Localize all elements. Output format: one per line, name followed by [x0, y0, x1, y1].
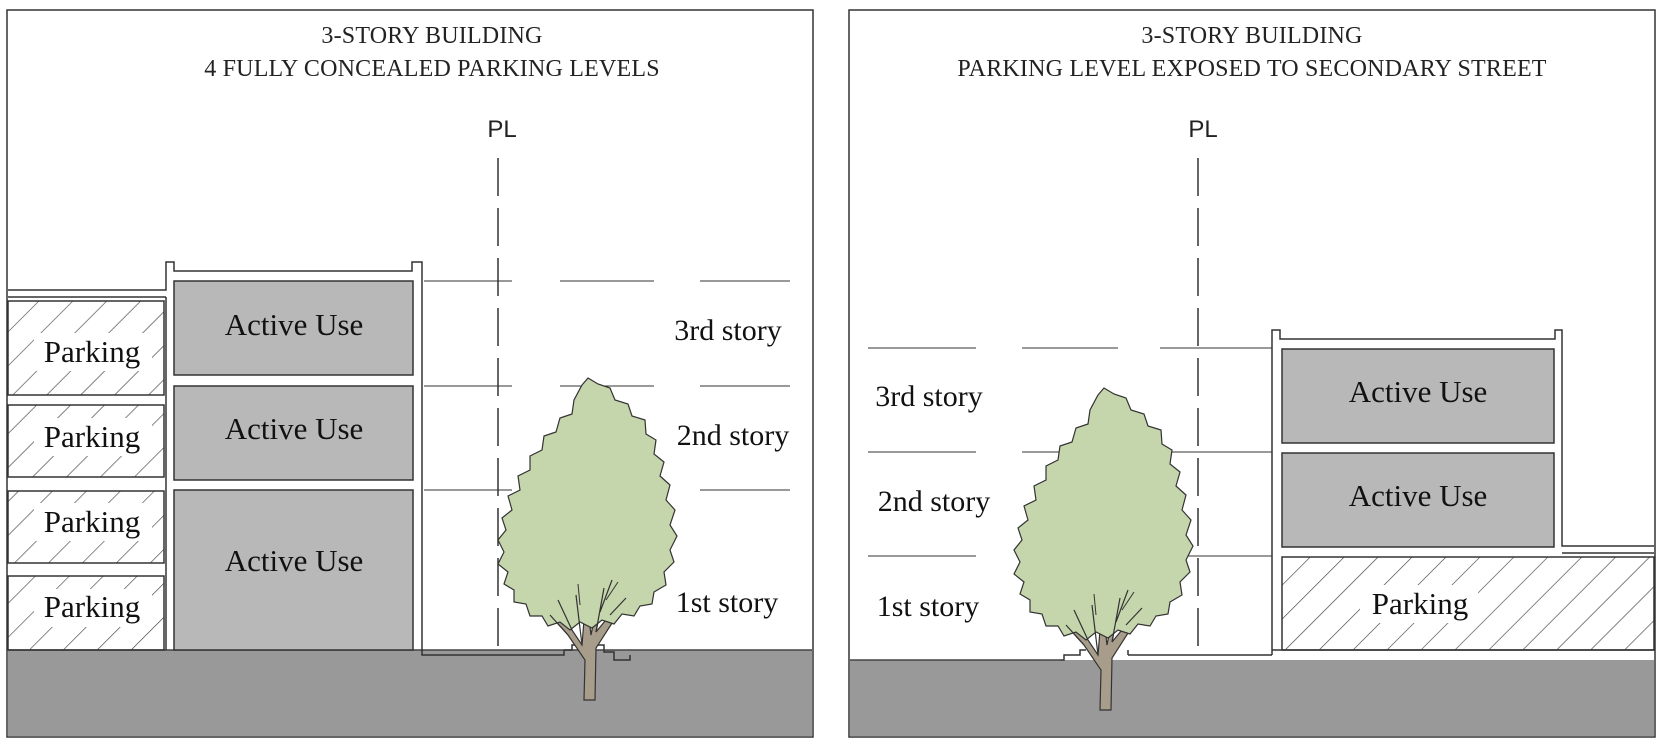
active-use-label-1: Active Use — [225, 307, 364, 342]
active-use-label-3: Active Use — [225, 543, 364, 578]
left-building-outline — [8, 261, 565, 656]
left-story-label-1: 1st story — [676, 586, 779, 619]
left-panel: 3-STORY BUILDING 4 FULLY CONCEALED PARKI… — [6, 9, 814, 738]
left-ground — [8, 650, 812, 736]
right-story-label-3: 3rd story — [875, 380, 983, 413]
left-story-label-3: 3rd story — [674, 314, 782, 347]
right-story-label-2: 2nd story — [878, 485, 991, 518]
parking-label-4: Parking — [44, 589, 140, 624]
parking-label-3: Parking — [44, 504, 140, 539]
right-title-line1: 3-STORY BUILDING — [1141, 23, 1362, 49]
active-use-floor-1 — [173, 489, 414, 651]
right-parking-level: Parking — [1281, 556, 1655, 651]
left-story-label-2: 2nd story — [677, 419, 790, 452]
left-parking-levels: Parking Parking Parking Parking — [7, 300, 165, 651]
right-property-line-label: PL — [1188, 116, 1217, 143]
active-use-floor-3 — [173, 280, 414, 376]
active-use-label-2: Active Use — [225, 411, 364, 446]
right-active-use-floor-2 — [1281, 452, 1555, 548]
right-curb — [1060, 649, 1086, 661]
right-active-use-floors: Active Use Active Use — [1281, 348, 1555, 548]
right-active-use-label-1: Active Use — [1349, 374, 1488, 409]
right-building-outline — [1271, 329, 1654, 655]
active-use-floor-2 — [173, 385, 414, 481]
left-title-line1: 3-STORY BUILDING — [321, 23, 542, 49]
right-parking-label: Parking — [1372, 586, 1468, 621]
parking-label-2: Parking — [44, 419, 140, 454]
left-property-line-label: PL — [487, 116, 516, 143]
right-active-use-floor-3 — [1281, 348, 1555, 444]
left-curb — [564, 644, 631, 661]
right-ground — [850, 660, 1654, 736]
right-story-label-1: 1st story — [877, 590, 980, 623]
right-panel: 3-STORY BUILDING PARKING LEVEL EXPOSED T… — [848, 9, 1656, 738]
left-title-line2: 4 FULLY CONCEALED PARKING LEVELS — [204, 56, 660, 82]
right-active-use-label-2: Active Use — [1349, 478, 1488, 513]
left-active-use-floors: Active Use Active Use Active Use — [173, 280, 414, 651]
right-title-line2: PARKING LEVEL EXPOSED TO SECONDARY STREE… — [957, 56, 1546, 82]
parking-label-1: Parking — [44, 334, 140, 369]
